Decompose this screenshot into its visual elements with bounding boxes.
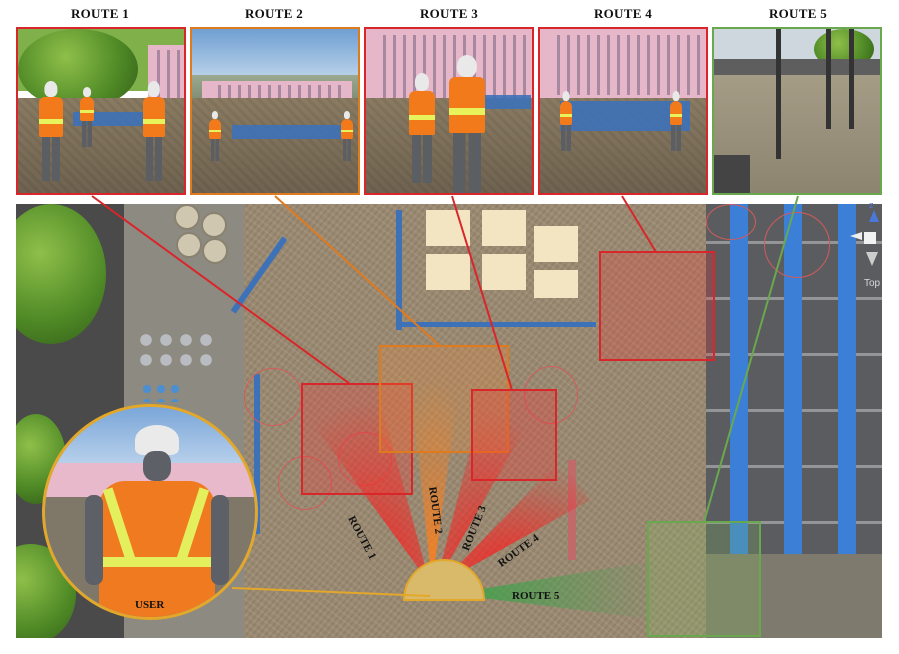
route-5-title: ROUTE 5 xyxy=(768,6,828,21)
route-3-title: ROUTE 3 xyxy=(419,6,479,21)
user-label: USER xyxy=(135,599,165,611)
user-position-marker xyxy=(402,559,486,601)
route-4-cone xyxy=(440,460,590,584)
route-5-view xyxy=(712,27,882,195)
route-4-title: ROUTE 4 xyxy=(593,6,653,21)
route-3-area xyxy=(471,389,557,481)
gizmo-z-label: z xyxy=(869,200,874,210)
worker-figure xyxy=(140,81,168,181)
tree-canopy xyxy=(16,204,106,344)
route-3-view xyxy=(364,27,534,195)
view-gizmo[interactable] xyxy=(850,210,879,266)
route-1-view xyxy=(16,27,186,195)
route-1-title: ROUTE 1 xyxy=(70,6,130,21)
worker-figure xyxy=(406,73,438,183)
worker-figure xyxy=(558,91,574,151)
user-inset: USER xyxy=(42,404,258,620)
route-5-cone-label: ROUTE 5 xyxy=(512,590,560,602)
worker-figure xyxy=(340,111,354,161)
route-5-cone xyxy=(450,560,660,620)
route-2-cone xyxy=(410,380,460,584)
route-2-area xyxy=(379,345,509,453)
route-5-area xyxy=(647,521,761,637)
route-4-area xyxy=(599,251,715,361)
route-1-area xyxy=(301,383,413,495)
worker-figure xyxy=(36,81,66,181)
worker-figure xyxy=(668,91,684,151)
worker-figure xyxy=(208,111,222,161)
building-grid xyxy=(706,204,882,554)
worker-figure xyxy=(78,87,96,147)
gizmo-view-label: Top xyxy=(864,278,881,289)
route-4-view xyxy=(538,27,708,195)
route-1-cone xyxy=(310,400,430,584)
route-3-cone xyxy=(436,410,530,584)
worker-figure xyxy=(444,55,490,193)
route-2-view xyxy=(190,27,360,195)
route-2-title: ROUTE 2 xyxy=(244,6,304,21)
